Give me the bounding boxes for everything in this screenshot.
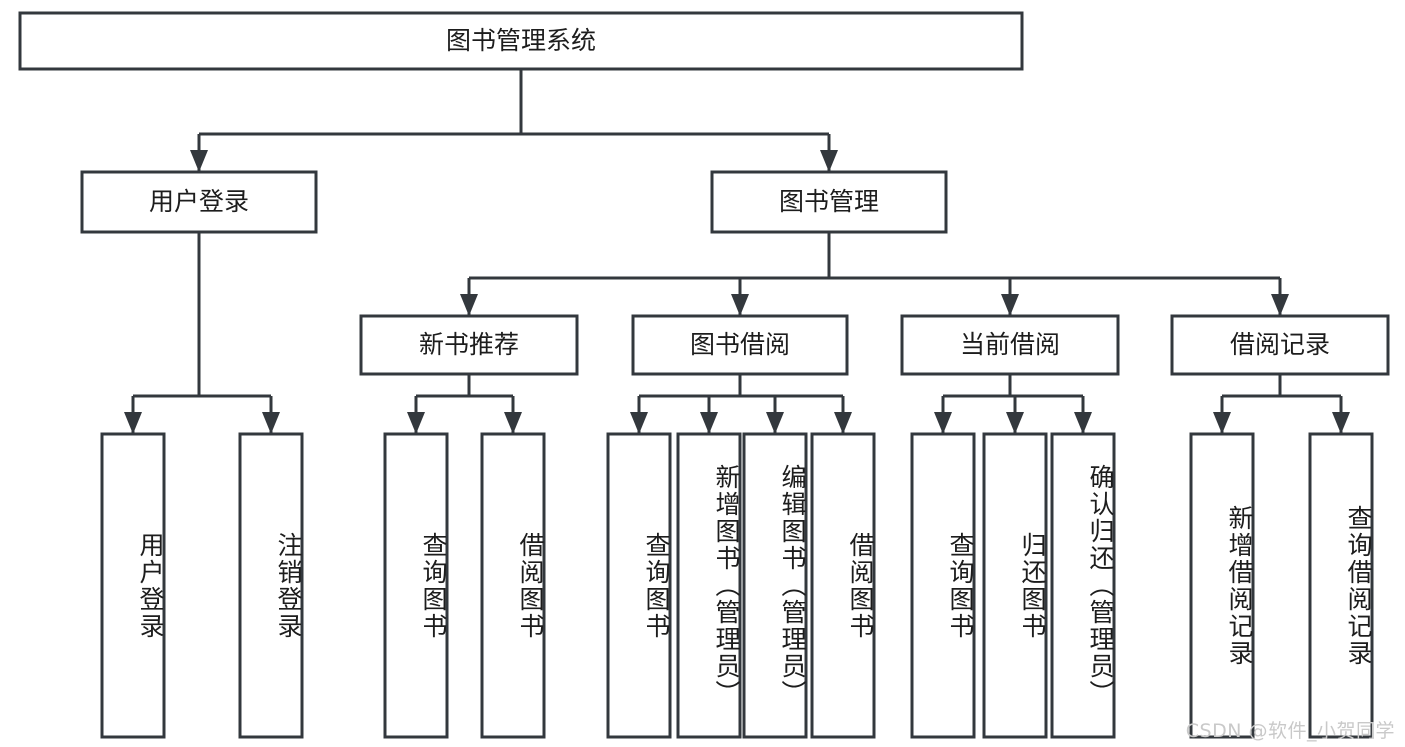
arrow-head-icon xyxy=(700,412,718,434)
arrow-head-icon xyxy=(1213,412,1231,434)
node-box-current-borrow[interactable] xyxy=(900,314,1120,376)
node-box-leaf-query-book-rec[interactable] xyxy=(383,432,449,739)
node-box-root[interactable] xyxy=(18,11,1024,71)
arrow-head-icon xyxy=(190,150,208,172)
arrow-head-icon xyxy=(731,294,749,316)
node-box-leaf-borrow-book[interactable] xyxy=(810,432,876,739)
node-box-leaf-query-book-cur[interactable] xyxy=(910,432,976,739)
node-label-new-book-rec: 新书推荐 xyxy=(419,330,519,359)
node-box-book-borrow[interactable] xyxy=(631,314,849,376)
node-box-leaf-return-book[interactable] xyxy=(982,432,1048,739)
node-box-new-book-rec[interactable] xyxy=(359,314,579,376)
node-box-leaf-query-record[interactable] xyxy=(1308,432,1374,739)
node-box-leaf-user-login[interactable] xyxy=(100,432,166,739)
arrow-head-icon xyxy=(934,412,952,434)
arrow-head-icon xyxy=(1074,412,1092,434)
arrow-head-icon xyxy=(407,412,425,434)
node-label-user-login: 用户登录 xyxy=(149,187,249,216)
node-box-leaf-add-book[interactable] xyxy=(676,432,742,739)
node-label-book-borrow: 图书借阅 xyxy=(690,330,790,359)
node-box-leaf-logout[interactable] xyxy=(238,432,304,739)
node-box-leaf-add-record[interactable] xyxy=(1189,432,1255,739)
node-label-borrow-record: 借阅记录 xyxy=(1230,330,1330,359)
node-label-current-borrow: 当前借阅 xyxy=(960,330,1060,359)
node-label-book-manage: 图书管理 xyxy=(779,187,879,216)
arrow-head-icon xyxy=(460,294,478,316)
connector-layer xyxy=(124,69,1350,434)
arrow-head-icon xyxy=(262,412,280,434)
node-box-user-login[interactable] xyxy=(80,170,318,234)
arrow-head-icon xyxy=(1001,294,1019,316)
node-label-root: 图书管理系统 xyxy=(446,26,596,55)
node-box-layer xyxy=(18,11,1390,739)
arrow-head-icon xyxy=(766,412,784,434)
arrow-head-icon xyxy=(820,150,838,172)
node-box-borrow-record[interactable] xyxy=(1170,314,1390,376)
node-box-leaf-query-book[interactable] xyxy=(606,432,672,739)
arrow-head-icon xyxy=(630,412,648,434)
arrow-head-icon xyxy=(834,412,852,434)
node-box-leaf-borrow-book-rec[interactable] xyxy=(480,432,546,739)
arrow-head-icon xyxy=(1332,412,1350,434)
node-box-leaf-confirm-return[interactable] xyxy=(1050,432,1116,739)
node-box-leaf-edit-book[interactable] xyxy=(742,432,808,739)
arrow-head-icon xyxy=(124,412,142,434)
arrow-head-icon xyxy=(1006,412,1024,434)
arrow-head-icon xyxy=(1271,294,1289,316)
csdn-watermark: CSDN @软件_小贺同学 xyxy=(1185,720,1395,742)
node-box-book-manage[interactable] xyxy=(710,170,948,234)
arrow-head-icon xyxy=(504,412,522,434)
